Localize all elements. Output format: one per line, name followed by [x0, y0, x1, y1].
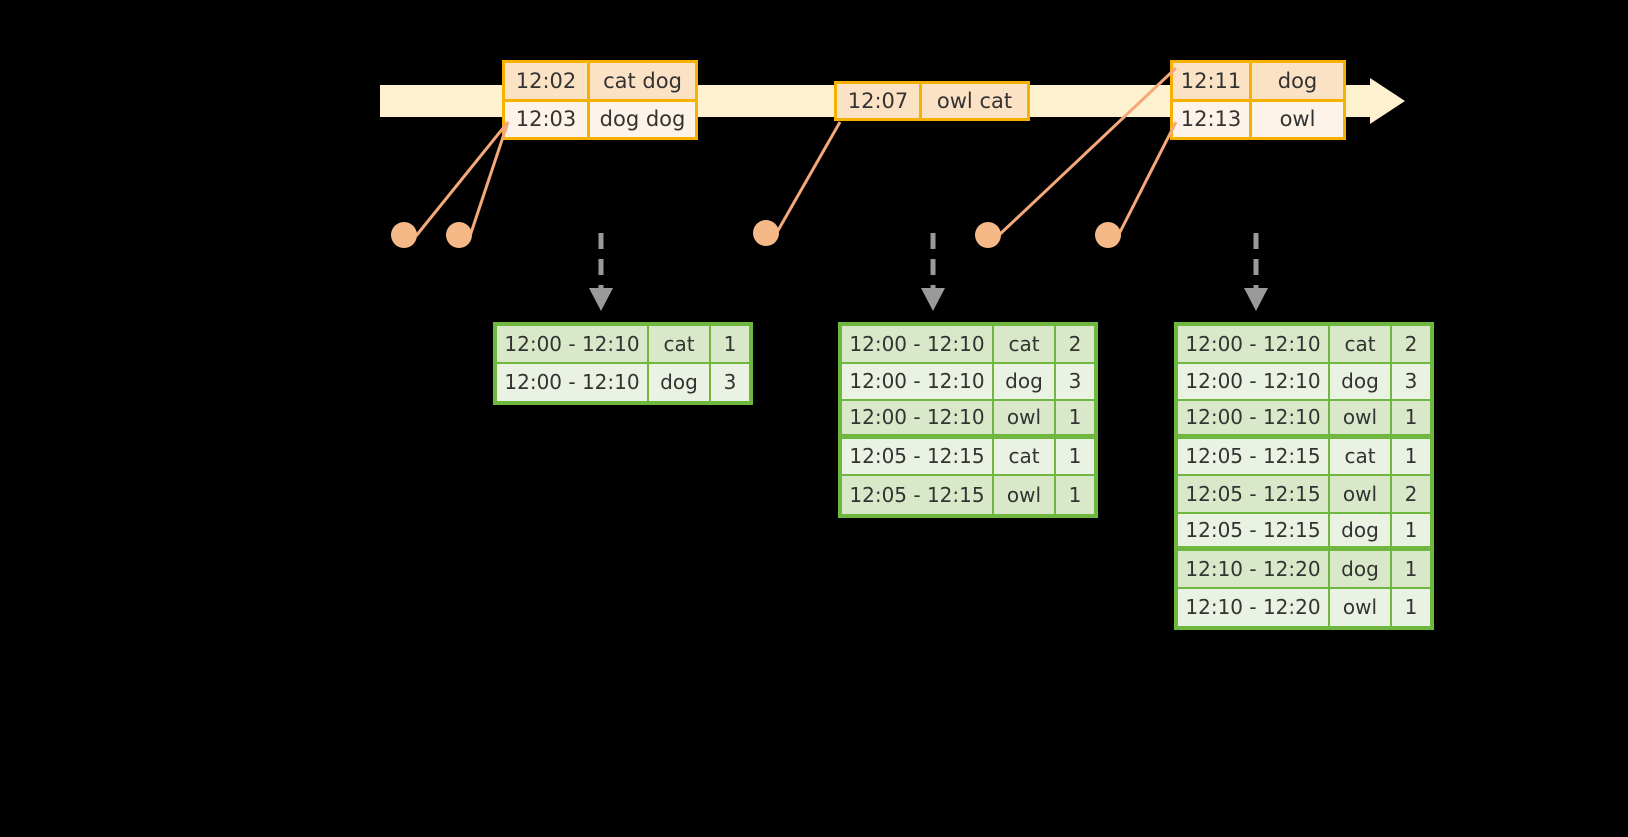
word-cell: dog — [1330, 513, 1392, 551]
window-cell: 12:05 - 12:15 — [842, 438, 994, 476]
word-cell: owl — [1330, 401, 1392, 439]
window-cell: 12:00 - 12:10 — [1178, 363, 1330, 401]
leader-line-3 — [774, 121, 842, 235]
event-value: owl — [1249, 101, 1343, 137]
event-row: 12:11 dog — [1173, 63, 1343, 99]
event-dot-2 — [446, 222, 472, 248]
word-cell: owl — [1330, 588, 1392, 626]
word-cell: dog — [994, 363, 1056, 401]
event-dot-4 — [975, 222, 1001, 248]
event-time: 12:13 — [1173, 101, 1249, 137]
window-cell: 12:05 - 12:15 — [1178, 513, 1330, 551]
count-cell: 1 — [1392, 513, 1430, 551]
count-cell: 2 — [1056, 326, 1094, 364]
count-cell: 1 — [1056, 438, 1094, 476]
count-cell: 1 — [1392, 551, 1430, 589]
count-cell: 1 — [711, 326, 749, 364]
event-row: 12:07 owl cat — [837, 84, 1027, 118]
event-time: 12:02 — [505, 63, 587, 99]
window-cell: 12:00 - 12:10 — [1178, 401, 1330, 439]
window-cell: 12:05 - 12:15 — [1178, 476, 1330, 514]
word-cell: cat — [649, 326, 711, 364]
count-cell: 1 — [1392, 401, 1430, 439]
count-cell: 1 — [1056, 476, 1094, 514]
timeline-arrow-head — [1370, 78, 1405, 124]
word-cell: cat — [994, 326, 1056, 364]
dashed-arrow-1 — [589, 233, 613, 311]
word-cell: cat — [1330, 326, 1392, 364]
window-cell: 12:10 - 12:20 — [1178, 551, 1330, 589]
window-cell: 12:00 - 12:10 — [842, 326, 994, 364]
window-cell: 12:05 - 12:15 — [1178, 438, 1330, 476]
event-box-1: 12:02 cat dog 12:03 dog dog — [502, 60, 698, 140]
event-row: 12:02 cat dog — [505, 63, 695, 99]
event-time: 12:07 — [837, 84, 919, 118]
count-cell: 2 — [1392, 476, 1430, 514]
window-cell: 12:00 - 12:10 — [1178, 326, 1330, 364]
leader-line-5 — [1116, 121, 1178, 237]
dashed-arrow-2 — [921, 233, 945, 311]
event-time: 12:11 — [1173, 63, 1249, 99]
word-cell: cat — [1330, 438, 1392, 476]
event-dot-1 — [391, 222, 417, 248]
event-value: cat dog — [587, 63, 695, 99]
window-cell: 12:05 - 12:15 — [842, 476, 994, 514]
event-row: 12:03 dog dog — [505, 98, 695, 137]
window-cell: 12:00 - 12:10 — [497, 363, 649, 401]
window-cell: 12:00 - 12:10 — [842, 401, 994, 439]
event-dot-3 — [753, 220, 779, 246]
event-box-3: 12:11 dog 12:13 owl — [1170, 60, 1346, 140]
event-value: owl cat — [919, 84, 1027, 118]
count-cell: 1 — [1056, 401, 1094, 439]
word-cell: cat — [994, 438, 1056, 476]
dashed-arrow-3 — [1244, 233, 1268, 311]
word-cell: dog — [1330, 551, 1392, 589]
event-dot-5 — [1095, 222, 1121, 248]
word-cell: owl — [1330, 476, 1392, 514]
event-value: dog dog — [587, 101, 695, 137]
word-cell: dog — [649, 363, 711, 401]
window-cell: 12:00 - 12:10 — [842, 363, 994, 401]
count-cell: 2 — [1392, 326, 1430, 364]
count-cell: 3 — [711, 363, 749, 401]
event-value: dog — [1249, 63, 1343, 99]
event-box-2: 12:07 owl cat — [834, 81, 1030, 121]
window-cell: 12:00 - 12:10 — [497, 326, 649, 364]
count-cell: 1 — [1392, 438, 1430, 476]
count-cell: 3 — [1392, 363, 1430, 401]
leader-line-1 — [414, 121, 510, 237]
word-cell: dog — [1330, 363, 1392, 401]
count-cell: 1 — [1392, 588, 1430, 626]
word-cell: owl — [994, 476, 1056, 514]
word-cell: owl — [994, 401, 1056, 439]
count-cell: 3 — [1056, 363, 1094, 401]
event-time: 12:03 — [505, 101, 587, 137]
window-cell: 12:10 - 12:20 — [1178, 588, 1330, 626]
event-row: 12:13 owl — [1173, 98, 1343, 137]
